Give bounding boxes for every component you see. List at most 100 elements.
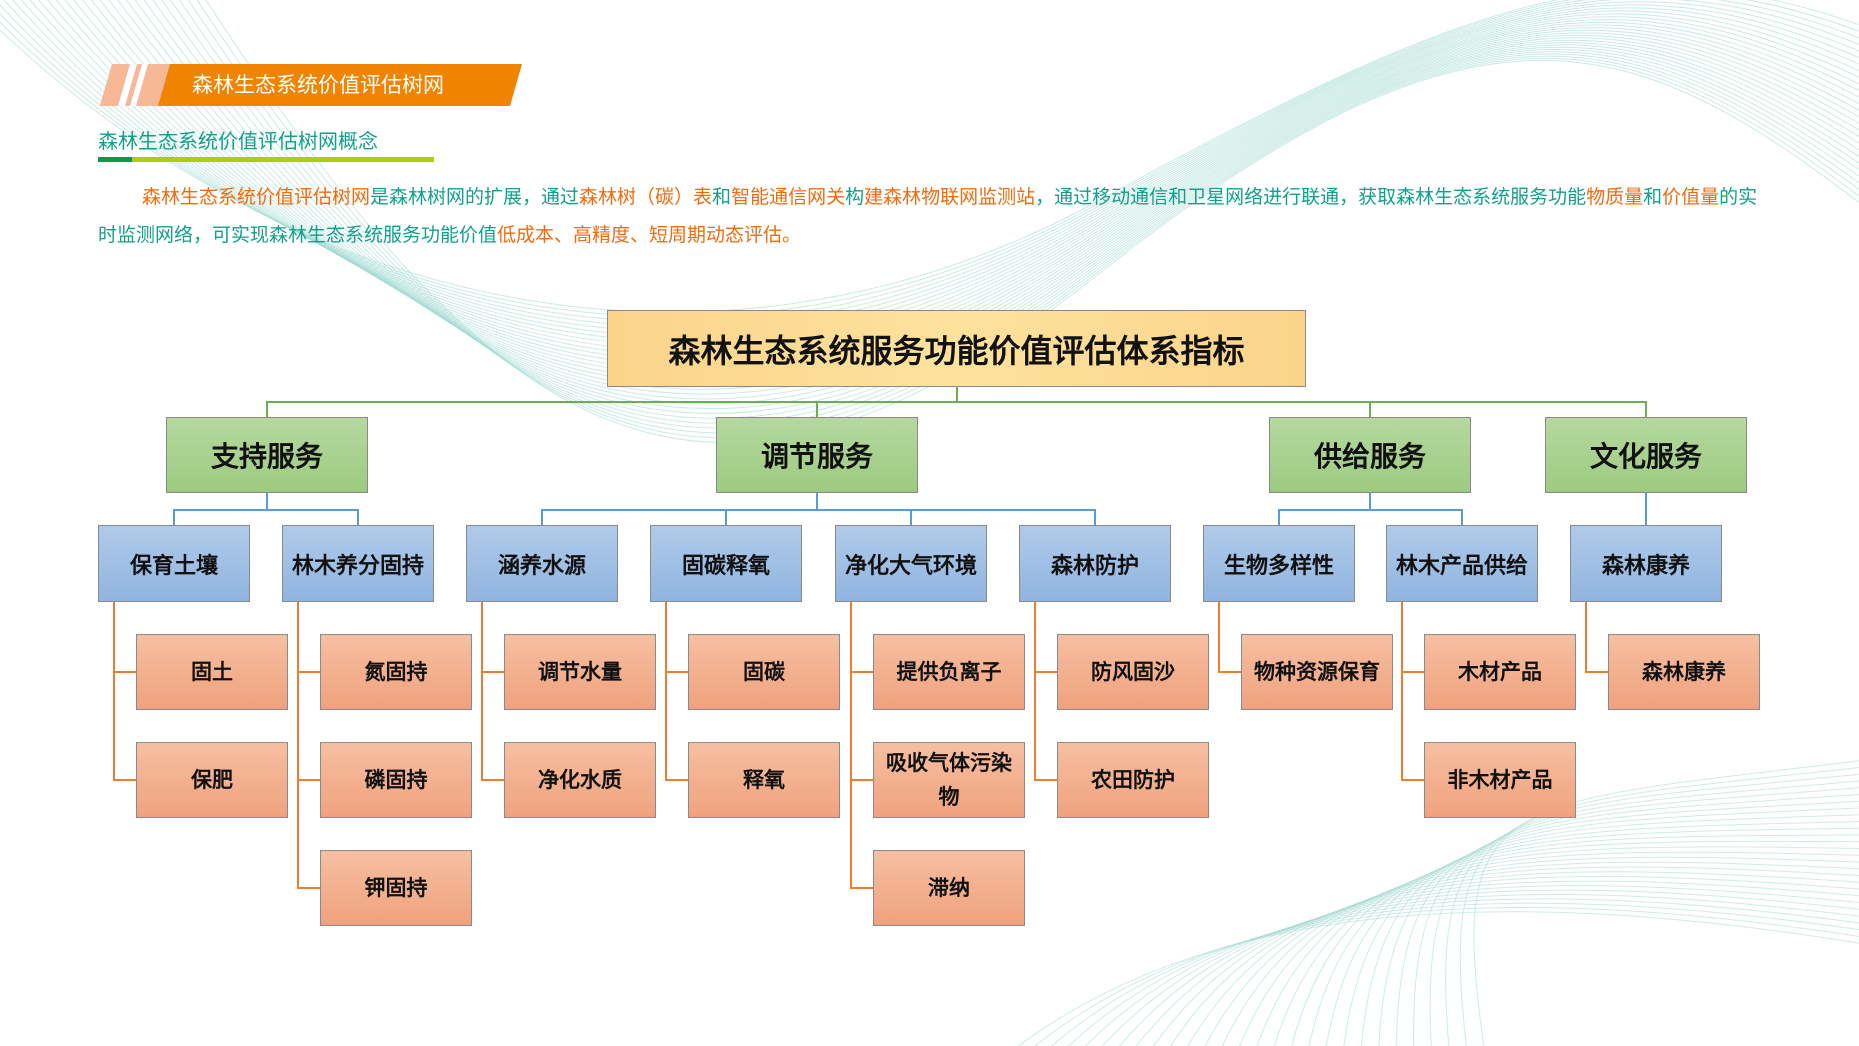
level3-connector — [665, 602, 667, 780]
paragraph-segment: 价值量 — [1662, 186, 1720, 208]
level3-connector — [1034, 779, 1057, 781]
wave-line — [29, 0, 1859, 347]
wave-line — [1118, 885, 1859, 1046]
sub-indicator: 保肥 — [136, 742, 288, 818]
wave-line — [73, 0, 1859, 371]
wave-line — [152, 0, 1859, 414]
wave-line — [1360, 807, 1859, 1046]
level2-connector — [173, 509, 175, 525]
level3-connector — [297, 887, 320, 889]
level2-connector — [1369, 493, 1371, 510]
sub-indicator: 固碳 — [688, 634, 840, 710]
wave-line — [1017, 911, 1859, 1046]
paragraph-segment: 森林生态系统价值评估树网 — [142, 186, 371, 208]
level3-connector — [850, 671, 873, 673]
indicator: 生物多样性 — [1203, 525, 1355, 602]
wave-line — [64, 0, 1859, 366]
wave-line — [90, 0, 1859, 381]
level3-connector — [1401, 779, 1424, 781]
wave-line — [117, 0, 1859, 395]
level2-connector — [1645, 493, 1647, 510]
header-title: 森林生态系统价值评估树网 — [192, 73, 444, 97]
wave-line — [143, 0, 1859, 410]
level3-connector — [113, 671, 136, 673]
level2-connector — [1278, 509, 1280, 525]
level3-connector — [113, 602, 115, 780]
sub-indicator: 磷固持 — [320, 742, 472, 818]
wave-line — [1135, 880, 1859, 1046]
level3-connector — [481, 779, 504, 781]
level3-connector — [1401, 602, 1403, 780]
sub-indicator: 净化水质 — [504, 742, 656, 818]
sub-indicator: 调节水量 — [504, 634, 656, 710]
level3-connector — [1585, 671, 1608, 673]
level2-connector — [266, 493, 268, 510]
wave-line — [38, 0, 1859, 352]
wave-line — [1395, 793, 1859, 1046]
wave-line — [20, 0, 1859, 342]
sub-indicator: 防风固沙 — [1057, 634, 1209, 710]
wave-line — [1308, 827, 1859, 1046]
subtitle-underline — [98, 157, 434, 162]
sub-indicator: 吸收气体污染物 — [873, 742, 1025, 818]
sub-indicator: 氮固持 — [320, 634, 472, 710]
level2-connector — [816, 493, 818, 510]
level3-connector — [1034, 671, 1057, 673]
paragraph-segment: 和 — [1643, 186, 1663, 208]
wave-line — [1067, 898, 1859, 1046]
wave-line — [1221, 856, 1859, 1046]
paragraph-segment: 构 — [845, 186, 865, 208]
indicator: 保育土壤 — [98, 525, 250, 602]
sub-indicator: 滞纳 — [873, 850, 1025, 926]
level1-connector — [1369, 401, 1371, 417]
sub-indicator: 物种资源保育 — [1241, 634, 1393, 710]
level2-connector — [1094, 509, 1096, 525]
paragraph-segment: 是森林树网的扩展，通过 — [370, 186, 580, 208]
level2-connector — [357, 509, 359, 525]
header-banner: 森林生态系统价值评估树网 — [100, 64, 522, 106]
level1-connector — [266, 401, 268, 417]
level3-connector — [297, 671, 320, 673]
paragraph-segment: 森林树（碳）表 — [579, 186, 713, 208]
level3-connector — [481, 602, 483, 780]
tree-root: 森林生态系统服务功能价值评估体系指标 — [607, 310, 1306, 387]
sub-indicator: 非木材产品 — [1424, 742, 1576, 818]
wave-line — [1051, 902, 1859, 1046]
paragraph-segment: 低成本、高精度、短周期动态评估。 — [497, 224, 802, 246]
banner-stripes-icon — [100, 64, 522, 106]
paragraph-segment: 物质量 — [1586, 186, 1644, 208]
level3-connector — [113, 779, 136, 781]
level3-connector — [1218, 671, 1241, 673]
wave-line — [1343, 814, 1859, 1046]
wave-line — [1034, 906, 1859, 1046]
wave-line — [170, 0, 1859, 424]
category-2: 调节服务 — [716, 417, 918, 493]
indicator: 净化大气环境 — [835, 525, 987, 602]
level3-connector — [850, 602, 852, 888]
level2-connector — [1278, 509, 1463, 511]
wave-line — [47, 0, 1859, 356]
paragraph-segment: 建森林物联网监测站 — [864, 186, 1036, 208]
indicator: 涵养水源 — [466, 525, 618, 602]
category-4: 文化服务 — [1545, 417, 1747, 493]
level2-connector — [1645, 509, 1647, 525]
level3-connector — [297, 602, 299, 888]
wave-line — [1084, 893, 1859, 1046]
sub-indicator: 释氧 — [688, 742, 840, 818]
wave-line — [187, 0, 1859, 434]
sub-indicator: 森林康养 — [1608, 634, 1760, 710]
sub-indicator: 固土 — [136, 634, 288, 710]
paragraph-segment: 的实时监测网络，可实现森林生态系统服务功能价值 — [98, 186, 1758, 246]
sub-indicator: 提供负离子 — [873, 634, 1025, 710]
level2-connector — [725, 509, 727, 525]
level1-connector — [1645, 401, 1647, 417]
wave-line — [178, 0, 1859, 429]
wave-line — [1153, 876, 1859, 1046]
level3-connector — [665, 671, 688, 673]
category-3: 供给服务 — [1269, 417, 1471, 493]
wave-line — [1473, 760, 1859, 1046]
level3-connector — [481, 671, 504, 673]
wave-line — [108, 0, 1859, 390]
level3-connector — [1034, 602, 1036, 780]
